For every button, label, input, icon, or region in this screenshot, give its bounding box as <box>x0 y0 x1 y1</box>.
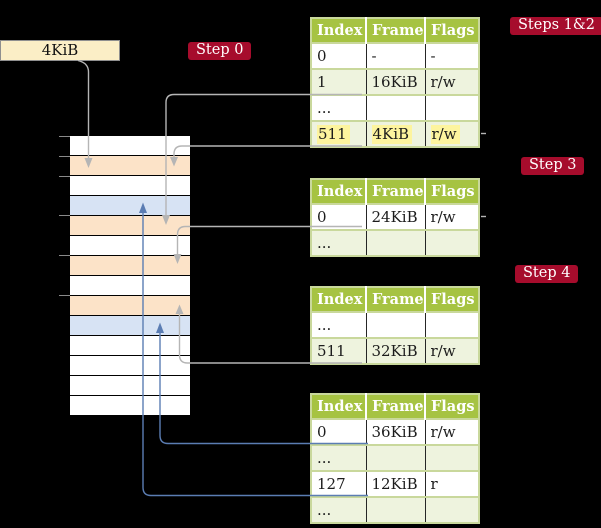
cell-flags: r <box>424 471 479 497</box>
table-header-row: Index Frame Flags <box>311 394 479 419</box>
memory-address-tick <box>59 255 70 256</box>
column-header-frame: Frame <box>365 18 425 43</box>
table-row: 0 - - <box>311 43 479 69</box>
memory-frame-row-white <box>70 396 190 416</box>
cell-flags: - <box>424 43 479 69</box>
column-header-flags: Flags <box>424 287 479 312</box>
column-header-index: Index <box>311 18 366 43</box>
cell-flags: r/w <box>424 204 479 230</box>
memory-frame-row-white <box>70 176 190 196</box>
cell-index: 511 <box>311 121 366 147</box>
frame-size-label: 4KiB <box>0 40 120 61</box>
cell-index: 0 <box>311 43 366 69</box>
cell-frame: 12KiB <box>365 471 425 497</box>
cell-index: 511 <box>311 338 366 364</box>
memory-frame-row-blue <box>70 316 190 336</box>
memory-frame-row-white <box>70 376 190 396</box>
table-row-highlighted: 511 4KiB r/w <box>311 121 479 147</box>
physical-memory-stack <box>70 136 190 416</box>
memory-address-tick <box>59 156 70 157</box>
table-header-row: Index Frame Flags <box>311 18 479 43</box>
column-header-flags: Flags <box>424 18 479 43</box>
page-table-step-4: Index Frame Flags ... 511 32KiB r/w <box>310 286 480 365</box>
cell-frame: - <box>365 43 425 69</box>
memory-address-tick <box>59 176 70 177</box>
cell-index: ... <box>311 497 366 523</box>
table-header-row: Index Frame Flags <box>311 287 479 312</box>
page-table-final: Index Frame Flags 0 36KiB r/w ... 127 12… <box>310 393 480 524</box>
cell-index: ... <box>311 445 366 471</box>
table-row: ... <box>311 445 479 471</box>
table-row: ... <box>311 230 479 256</box>
badge-step-4: Step 4 <box>515 265 579 283</box>
memory-frame-row-orange <box>70 256 190 276</box>
memory-frame-row-orange <box>70 296 190 316</box>
cell-frame <box>365 445 425 471</box>
column-header-flags: Flags <box>424 179 479 204</box>
cell-index: ... <box>311 312 366 338</box>
cell-flags: r/w <box>424 69 479 95</box>
memory-frame-row-white <box>70 276 190 296</box>
badge-step-3: Step 3 <box>521 157 585 175</box>
memory-address-tick <box>59 295 70 296</box>
page-table-step-3: Index Frame Flags 0 24KiB r/w ... <box>310 178 480 257</box>
cell-index: ... <box>311 95 366 121</box>
cell-frame: 16KiB <box>365 69 425 95</box>
cell-index: 1 <box>311 69 366 95</box>
cell-frame <box>365 95 425 121</box>
cell-frame: 4KiB <box>365 121 425 147</box>
badge-step-0: Step 0 <box>188 42 252 60</box>
cell-frame: 36KiB <box>365 419 425 445</box>
table-header-row: Index Frame Flags <box>311 179 479 204</box>
table-row: 0 36KiB r/w <box>311 419 479 445</box>
column-header-index: Index <box>311 179 366 204</box>
memory-address-tick <box>59 215 70 216</box>
column-header-frame: Frame <box>365 179 425 204</box>
memory-frame-row-blue <box>70 196 190 216</box>
table-row: 127 12KiB r <box>311 471 479 497</box>
page-table-steps-1-2: Index Frame Flags 0 - - 1 16KiB r/w ... … <box>310 17 480 148</box>
column-header-frame: Frame <box>365 287 425 312</box>
cell-frame <box>365 230 425 256</box>
memory-frame-row-white <box>70 236 190 256</box>
cell-flags <box>424 445 479 471</box>
highlighted-value: r/w <box>430 125 460 144</box>
cell-index: ... <box>311 230 366 256</box>
badge-steps-1-2: Steps 1&2 <box>510 17 601 35</box>
memory-frame-row-white <box>70 336 190 356</box>
cell-index: 127 <box>311 471 366 497</box>
cell-frame: 24KiB <box>365 204 425 230</box>
table-row: ... <box>311 497 479 523</box>
memory-frame-row-white <box>70 136 190 156</box>
cell-flags: r/w <box>424 419 479 445</box>
table-row: 1 16KiB r/w <box>311 69 479 95</box>
highlighted-value: 511 <box>317 125 350 144</box>
column-header-index: Index <box>311 287 366 312</box>
memory-address-tick <box>59 136 70 137</box>
cell-index: 0 <box>311 419 366 445</box>
table-row: ... <box>311 312 479 338</box>
highlighted-value: 4KiB <box>371 125 413 144</box>
cell-flags <box>424 497 479 523</box>
column-header-frame: Frame <box>365 394 425 419</box>
cell-flags <box>424 230 479 256</box>
memory-frame-row-orange <box>70 216 190 236</box>
table-row: ... <box>311 95 479 121</box>
table-row: 0 24KiB r/w <box>311 204 479 230</box>
cell-flags: r/w <box>424 121 479 147</box>
cell-frame <box>365 312 425 338</box>
memory-frame-row-orange <box>70 156 190 176</box>
memory-frame-row-white <box>70 356 190 376</box>
column-header-flags: Flags <box>424 394 479 419</box>
cell-flags <box>424 95 479 121</box>
cell-flags: r/w <box>424 338 479 364</box>
cell-frame: 32KiB <box>365 338 425 364</box>
cell-frame <box>365 497 425 523</box>
table-row: 511 32KiB r/w <box>311 338 479 364</box>
column-header-index: Index <box>311 394 366 419</box>
cell-flags <box>424 312 479 338</box>
cell-index: 0 <box>311 204 366 230</box>
